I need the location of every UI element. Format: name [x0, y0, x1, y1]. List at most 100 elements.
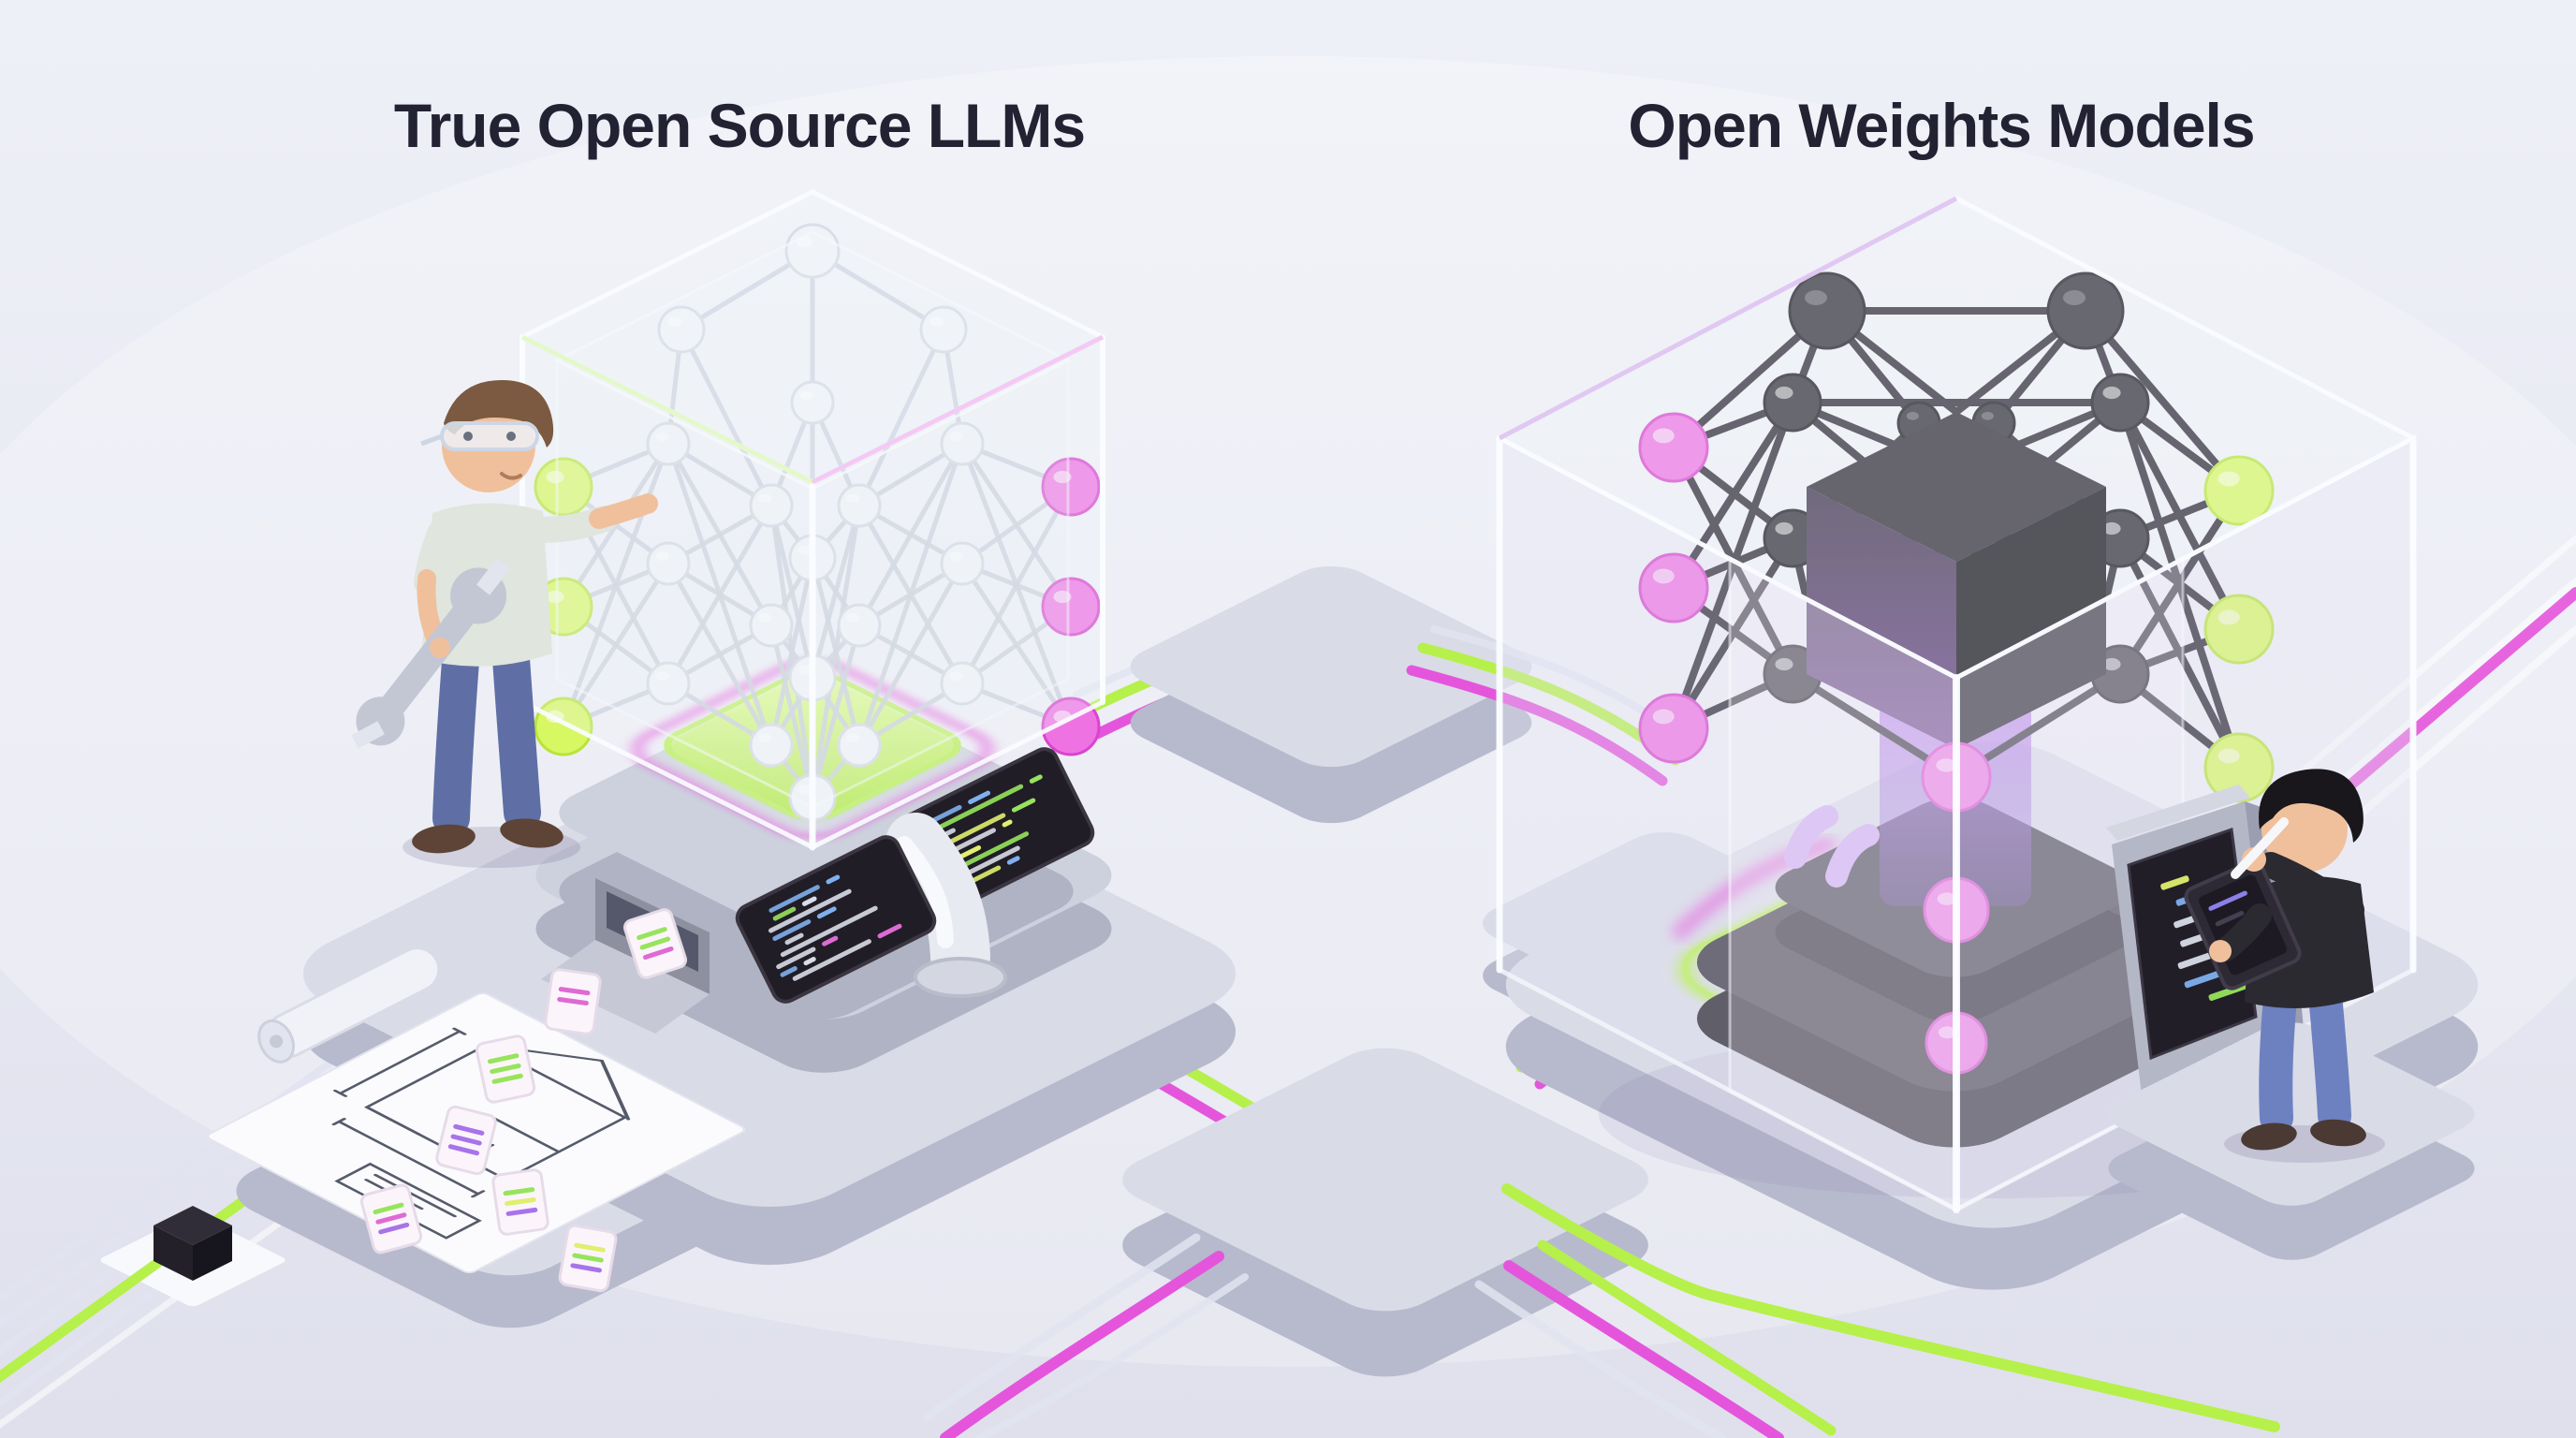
node-highlight [655, 432, 669, 442]
engineer-leg [492, 640, 541, 831]
network-link [856, 328, 946, 507]
network-link [2082, 308, 2243, 493]
node-highlight [2102, 386, 2121, 400]
node-highlight [2217, 748, 2240, 764]
code-line [784, 932, 804, 946]
lower-connector-cables-out [922, 1183, 2280, 1438]
code-card [622, 908, 688, 979]
code-card [544, 968, 602, 1035]
node-highlight [758, 733, 772, 743]
code-line [930, 784, 1024, 833]
network-node [1788, 271, 1866, 350]
card-stripe [572, 1253, 604, 1263]
code-line [772, 906, 797, 921]
dispensed-cards [359, 908, 688, 1293]
researcher-arm [2258, 852, 2364, 923]
code-panel-lower [735, 835, 937, 1004]
node-highlight [949, 432, 963, 442]
engineer-shoe [412, 824, 476, 854]
code-line [2160, 875, 2189, 890]
network-link [561, 443, 671, 727]
network-link [1670, 400, 1796, 591]
card-stripe [557, 996, 589, 1006]
card-stripe [570, 1263, 602, 1273]
card-stripe [574, 1242, 606, 1253]
code-line [1029, 774, 1043, 784]
node-highlight [1652, 568, 1675, 584]
researcher-hand [2209, 940, 2232, 962]
node-highlight [1652, 709, 1675, 725]
node-highlight [1906, 411, 1919, 420]
node-highlight [846, 493, 860, 504]
code-card [359, 1183, 423, 1255]
network-link [856, 562, 965, 747]
node-highlight [1775, 657, 1793, 671]
network-link [856, 442, 965, 627]
left-scene [0, 189, 1237, 1429]
card-stripe [378, 1222, 410, 1235]
code-line [803, 957, 816, 966]
chip-cube [154, 1206, 232, 1281]
engineer-shoe [500, 818, 564, 848]
card-stripe [487, 1053, 520, 1064]
node-highlight [2217, 609, 2240, 625]
node-highlight [758, 613, 772, 624]
card-stripe [450, 1134, 482, 1146]
code-line [826, 874, 841, 885]
node-highlight [949, 551, 963, 562]
node-highlight [846, 613, 860, 624]
network-link [1670, 536, 1796, 731]
black-box-cube [1807, 412, 2106, 749]
card-stripe [373, 1202, 404, 1215]
wrench-icon [351, 558, 511, 749]
code-card [435, 1105, 497, 1176]
node-highlight [655, 671, 669, 682]
researcher-leg [2308, 977, 2351, 1133]
researcher-figure [2184, 769, 2374, 1151]
researcher-leg [2259, 981, 2297, 1135]
code-line [1002, 819, 1013, 828]
code-card [475, 1034, 536, 1104]
network-link [856, 443, 965, 746]
card-stripe [503, 1187, 535, 1196]
paper-roll [257, 946, 441, 1064]
vendor-logo [1784, 805, 1880, 888]
card-stripe [453, 1123, 485, 1136]
right-scene [1483, 196, 2479, 1290]
node-highlight [1775, 521, 1793, 536]
card-stripe [490, 1063, 521, 1075]
code-line [822, 935, 839, 946]
node-highlight [2063, 290, 2086, 305]
card-stripe [505, 1196, 536, 1207]
researcher-shoe [2310, 1119, 2366, 1147]
safety-goggles [420, 421, 539, 451]
code-line [772, 919, 812, 942]
code-line [951, 831, 1030, 873]
code-line [968, 790, 991, 805]
node-highlight [1652, 428, 1675, 444]
code-line [801, 896, 817, 906]
node-highlight [949, 671, 963, 682]
network-link [810, 624, 862, 799]
node-highlight [2102, 521, 2121, 536]
card-stripe [639, 936, 671, 950]
node-highlight [655, 551, 669, 562]
code-line [816, 906, 837, 919]
network-link [2116, 488, 2243, 677]
exhaust-pipe [884, 813, 1007, 998]
card-stripe [375, 1212, 407, 1225]
network-node [2046, 271, 2125, 350]
network-link [959, 485, 1074, 685]
card-stripe [491, 1073, 523, 1084]
network-link [666, 504, 774, 685]
code-line [776, 946, 816, 970]
left-scene-title: True Open Source LLMs [393, 91, 1086, 160]
code-line [768, 888, 852, 933]
node-highlight [846, 733, 860, 743]
code-card [491, 1168, 549, 1236]
card-stripe [558, 987, 591, 996]
node-highlight [929, 316, 944, 327]
code-line [780, 966, 798, 977]
researcher-shoe [2241, 1123, 2297, 1151]
